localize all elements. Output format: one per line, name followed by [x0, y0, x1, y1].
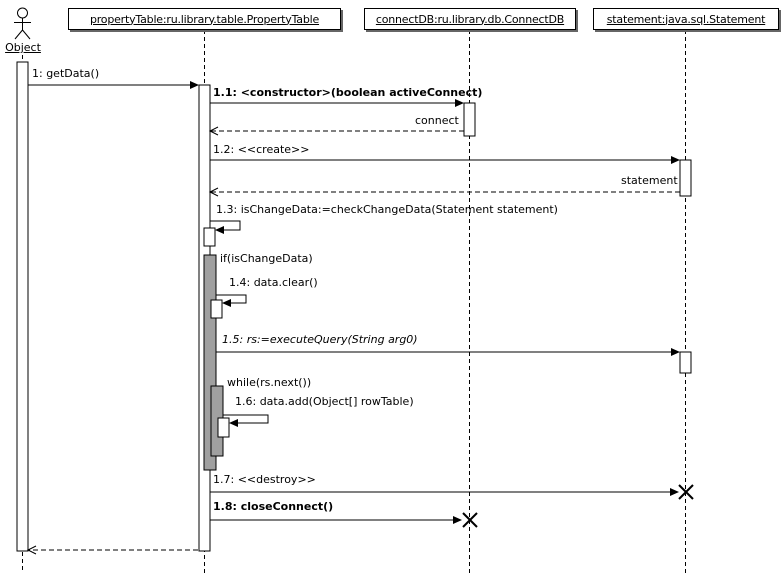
msg-1-7-arrowhead — [670, 488, 679, 496]
return-final-arrowhead — [26, 545, 37, 555]
self-activation-1-3 — [203, 227, 216, 247]
msg-1-2-arrowhead — [671, 156, 680, 164]
actor-activation — [16, 61, 29, 552]
statement-activation-create — [679, 159, 692, 197]
while-guard-label: while(rs.next()) — [227, 376, 312, 389]
msg-1-3-arrowhead — [215, 226, 224, 234]
self-activation-1-4 — [210, 299, 223, 319]
return-connect-arrowhead — [208, 126, 219, 136]
connectdb-activation — [463, 102, 476, 137]
message-1-8-label: 1.8: closeConnect() — [213, 500, 334, 513]
lifeline-label-connectdb: connectDB:ru.library.db.ConnectDB — [375, 12, 565, 26]
return-statement-arrowhead — [208, 187, 219, 197]
msg-1-4-arrowhead — [222, 299, 231, 307]
message-1-5-label: 1.5: rs:=executeQuery(String arg0) — [222, 333, 418, 346]
destroy-x-connectdb — [462, 512, 478, 528]
message-1-label: 1: getData() — [32, 67, 100, 80]
return-statement-label: statement — [621, 174, 678, 187]
msg-1-6-arrowhead — [229, 419, 238, 427]
lifeline-label-statement: statement:java.sql.Statement — [606, 12, 766, 26]
msg-1-8-arrowhead — [453, 516, 462, 524]
msg-1-3-self-loop — [210, 220, 241, 231]
message-1-2-label: 1.2: <<create>> — [213, 143, 310, 156]
if-guard-label: if(isChangeData) — [220, 252, 313, 265]
lifeline-header-propertytable: propertyTable:ru.library.table.PropertyT… — [68, 8, 341, 30]
statement-activation-query — [679, 351, 692, 374]
msg-1-4-self-loop — [216, 294, 247, 304]
actor-icon — [14, 7, 31, 40]
lifeline-label-propertytable: propertyTable:ru.library.table.PropertyT… — [89, 12, 320, 26]
lifeline-header-connectdb: connectDB:ru.library.db.ConnectDB — [364, 8, 576, 30]
actor-label: Object — [5, 41, 41, 54]
message-1-3-label: 1.3: isChangeData:=checkChangeData(State… — [216, 203, 558, 216]
msg-1-5-arrowhead — [671, 348, 680, 356]
msg-1-1-arrowhead — [455, 99, 464, 107]
message-1-7-label: 1.7: <<destroy>> — [213, 473, 316, 486]
msg-1-6-self-loop — [223, 414, 269, 424]
message-1-6-label: 1.6: data.add(Object[] rowTable) — [235, 395, 414, 408]
message-1-4-label: 1.4: data.clear() — [229, 276, 318, 289]
msg-1-arrowhead — [190, 81, 199, 89]
return-connect-label: connect — [415, 114, 459, 127]
message-1-1-label: 1.1: <constructor>(boolean activeConnect… — [213, 86, 483, 99]
self-activation-1-6 — [217, 417, 230, 438]
destroy-x-statement — [678, 484, 694, 500]
lifeline-header-statement: statement:java.sql.Statement — [593, 8, 779, 30]
